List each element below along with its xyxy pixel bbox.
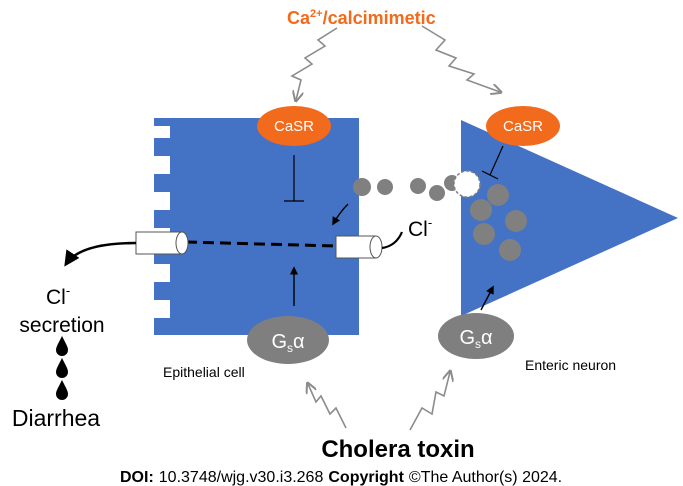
wavy-arrow-toxin-to-neuron-gs — [409, 372, 450, 431]
enteric-neuron-label: Enteric neuron — [525, 357, 616, 373]
vesicle — [410, 178, 426, 194]
gs-alpha-epithelial — [247, 316, 329, 364]
curved-arrow-to-channel — [332, 203, 349, 226]
casr-epithelial-receptor — [257, 106, 331, 146]
epithelial-cell — [154, 118, 359, 335]
vesicle — [499, 239, 521, 261]
droplet-icon — [56, 336, 68, 356]
inhibition-line-neuron — [489, 145, 504, 176]
vesicles — [353, 175, 527, 261]
wavy-arrows — [290, 25, 500, 431]
gs-alpha-neuron — [438, 313, 514, 359]
vesicle — [470, 199, 492, 221]
wavy-arrow-toxin-to-epithelial-gs — [308, 384, 347, 429]
vesicle — [473, 223, 495, 245]
wavy-arrow-ca-to-neuron-casr — [421, 25, 500, 92]
epithelial-cell-label: Epithelial cell — [163, 364, 245, 380]
chloride-secretion-ion-label: Cl- — [46, 283, 70, 309]
secretion-droplets — [56, 336, 68, 400]
cholera-toxin-label: Cholera toxin — [321, 436, 474, 463]
droplet-icon — [56, 380, 68, 400]
calcium-calcimimetic-label: Ca2+/calcimimetic — [287, 8, 436, 28]
vesicle — [377, 179, 393, 195]
vesicle — [505, 210, 527, 232]
secretion-label: secretion — [19, 314, 104, 337]
chloride-ion-label: Cl- — [408, 215, 432, 241]
gs-neuron-up-arrow — [480, 285, 494, 311]
inhibition-bar-neuron — [481, 170, 499, 180]
gs-alpha-epithelial-label: Gsα — [271, 331, 304, 355]
enteric-neuron — [461, 120, 678, 316]
vesicle — [353, 178, 371, 196]
gs-alpha-neuron-label: Gsα — [459, 327, 492, 351]
fusing-vesicle — [453, 170, 481, 198]
chloride-secretion-arrow — [64, 241, 137, 267]
chloride-entry-curve — [381, 231, 404, 250]
vesicle — [429, 185, 445, 201]
diarrhea-label: Diarrhea — [12, 405, 100, 431]
droplet-icon — [56, 358, 68, 378]
casr-epithelial-label: CaSR — [274, 118, 314, 135]
dashed-channel-link — [185, 240, 337, 248]
casr-neuron-receptor — [486, 106, 560, 146]
basolateral-chloride-channel — [335, 235, 383, 259]
vesicle — [487, 184, 509, 206]
casr-neuron-label: CaSR — [503, 118, 543, 135]
apical-chloride-channel — [135, 231, 189, 255]
inhibition-lines — [284, 145, 504, 202]
wavy-arrow-ca-to-epithelial-casr — [290, 27, 338, 100]
